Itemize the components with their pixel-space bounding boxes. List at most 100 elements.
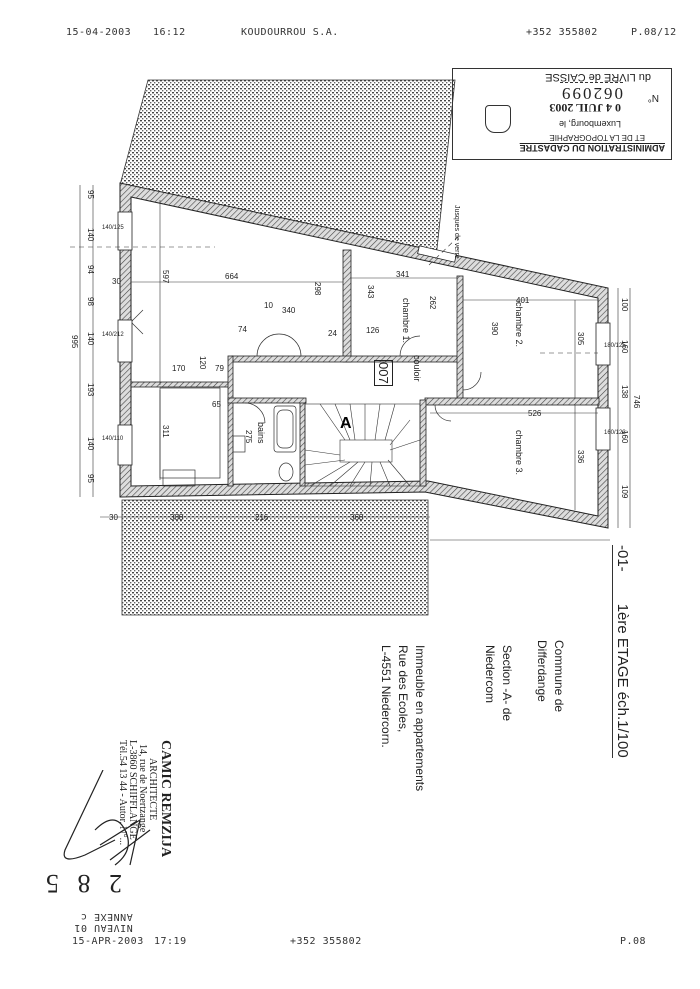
dim-label: 126 [366,326,380,335]
room-label-chambre-2: chambre 2. [514,302,524,348]
handwritten-number: 2 8 5 [40,869,122,898]
annex-level: NIVEAU 01 [74,922,133,933]
footer-phone: +352 355802 [290,936,362,947]
dim-label: 275 [244,430,253,444]
bathroom-fixtures [159,387,297,487]
footer-time: 17:19 [154,936,187,947]
room-label-bains: bains [256,422,266,444]
section-line-1: Section -A- de [500,645,514,722]
dim-label: 160 [620,340,629,354]
architect-role: ARCHITECTE [147,758,158,821]
dim-label: 597 [161,270,170,284]
building-address: Immeuble en appartements Rue des Ecoles,… [377,645,428,791]
dim-label: 30 [112,277,121,286]
building-line-3: L-4551 Niedercorn. [379,645,393,748]
commune-line-2: Differdange [535,640,549,702]
stamp-number-label: N° [647,92,659,103]
dim-label: 360 [350,513,364,522]
architect-phone: Tél.54 13 44 - Autor. N°... [117,740,128,846]
stair-label: A [340,415,352,432]
cadastre-stamp: ADMINISTRATION DU CADASTRE ET DE LA TOPO… [452,68,672,160]
windows [117,211,611,466]
dim-label: 140 [86,437,95,451]
fax-date: 15-04-2003 [66,27,132,38]
dim-label: 140 [86,228,95,242]
unit-label: 007 [374,360,393,386]
building-line-2: Rue des Ecoles, [396,645,410,733]
fax-sender: KOUDOURROU S.A. [241,27,339,38]
architect-city: L-3860 SCHIFFLANGE [127,740,138,840]
stamp-admin-line1: ADMINISTRATION DU CADASTRE [519,143,665,153]
dim-label: 305 [576,332,585,346]
room-label-couloir: couloir [412,355,422,382]
dim-label: 664 [225,272,239,281]
stamp-place: Luxembourg, le [558,119,621,129]
fax-page: P.08/12 [631,27,677,38]
fax-header: 15-04-2003 16:12 KOUDOURROU S.A. +352 35… [66,27,676,41]
section-line-2: Niedercom [483,645,497,704]
dim-label: 995 [70,335,79,349]
dim-label: 30 [109,513,118,522]
building-line-1: Immeuble en appartements [413,645,427,792]
doors [130,309,482,424]
architect-name: CAMIC REMZIJA [158,740,173,858]
window-label: 160/123 [604,430,626,436]
fax-time: 16:12 [153,27,186,38]
dim-label: 160 [620,430,629,444]
dim-label: 193 [86,383,95,397]
dim-label: 401 [516,296,530,305]
dim-label: 262 [428,296,437,310]
dim-label: 10 [264,301,273,310]
drawing-number: -01- [614,545,631,572]
stamp-admin-line2: ET DE LA TOPOGRAPHIE [549,133,645,142]
dim-label: 120 [198,356,207,370]
signature [63,770,151,866]
footer-page: P.08 [620,936,647,947]
dim-label: 109 [620,485,629,499]
dim-label: 526 [528,409,542,418]
dim-label: 74 [238,325,247,334]
commune-text: Commune de Differdange [533,640,567,712]
dim-label: 79 [215,364,224,373]
dim-label: 311 [161,425,170,438]
annotation-jusques-de-verre: Jusques de verre [453,205,460,259]
section-text: Section -A- de Niedercom [481,645,515,721]
annex-name: ANNEXE c [80,911,133,922]
room-label-chambre-3: chambre 3. [514,430,524,476]
dim-label: 300 [170,513,184,522]
section-lines [70,234,598,354]
window-label: 140/110 [102,436,124,442]
dim-label: 216 [255,513,269,522]
window-label: 180/125 [604,343,626,349]
dim-label: 94 [86,265,95,274]
footer-date: 15-APR-2003 [72,936,144,947]
terrace-area-bottom [121,499,429,616]
dimension-lines [79,185,631,541]
dim-label: 336 [576,450,585,464]
dim-label: 746 [632,395,641,409]
fax-footer: 15-APR-2003 17:19 +352 355802 P.08 [72,936,682,950]
dim-label: 95 [86,190,95,199]
dim-label: 170 [172,364,186,373]
stamp-book: du LIVRE de CAISSE [545,71,651,83]
room-label-chambre-1: chambre 1. [401,298,411,344]
dim-label: 298 [313,282,322,296]
stamp-number: 062099 [560,82,623,103]
dim-label: 390 [490,322,499,336]
architect-stamp: CAMIC REMZIJA ARCHITECTE 14, rue de Noer… [117,740,173,857]
dim-label: 95 [86,474,95,483]
window-label: 140/212 [102,332,124,338]
dim-label: 340 [282,306,296,315]
dim-label: 343 [366,285,375,299]
dim-label: 65 [212,400,221,409]
fax-phone: +352 355802 [526,27,598,38]
dim-label: 140 [86,332,95,346]
dim-label: 341 [396,270,410,279]
commune-line-1: Commune de [552,640,566,713]
staircase [304,403,421,487]
dim-label: 100 [620,298,629,312]
drawing-title: 1ère ETAGE éch.1/100 [614,603,631,758]
annex-label: NIVEAU 01 ANNEXE c [74,911,133,933]
dim-label: 98 [86,297,95,306]
